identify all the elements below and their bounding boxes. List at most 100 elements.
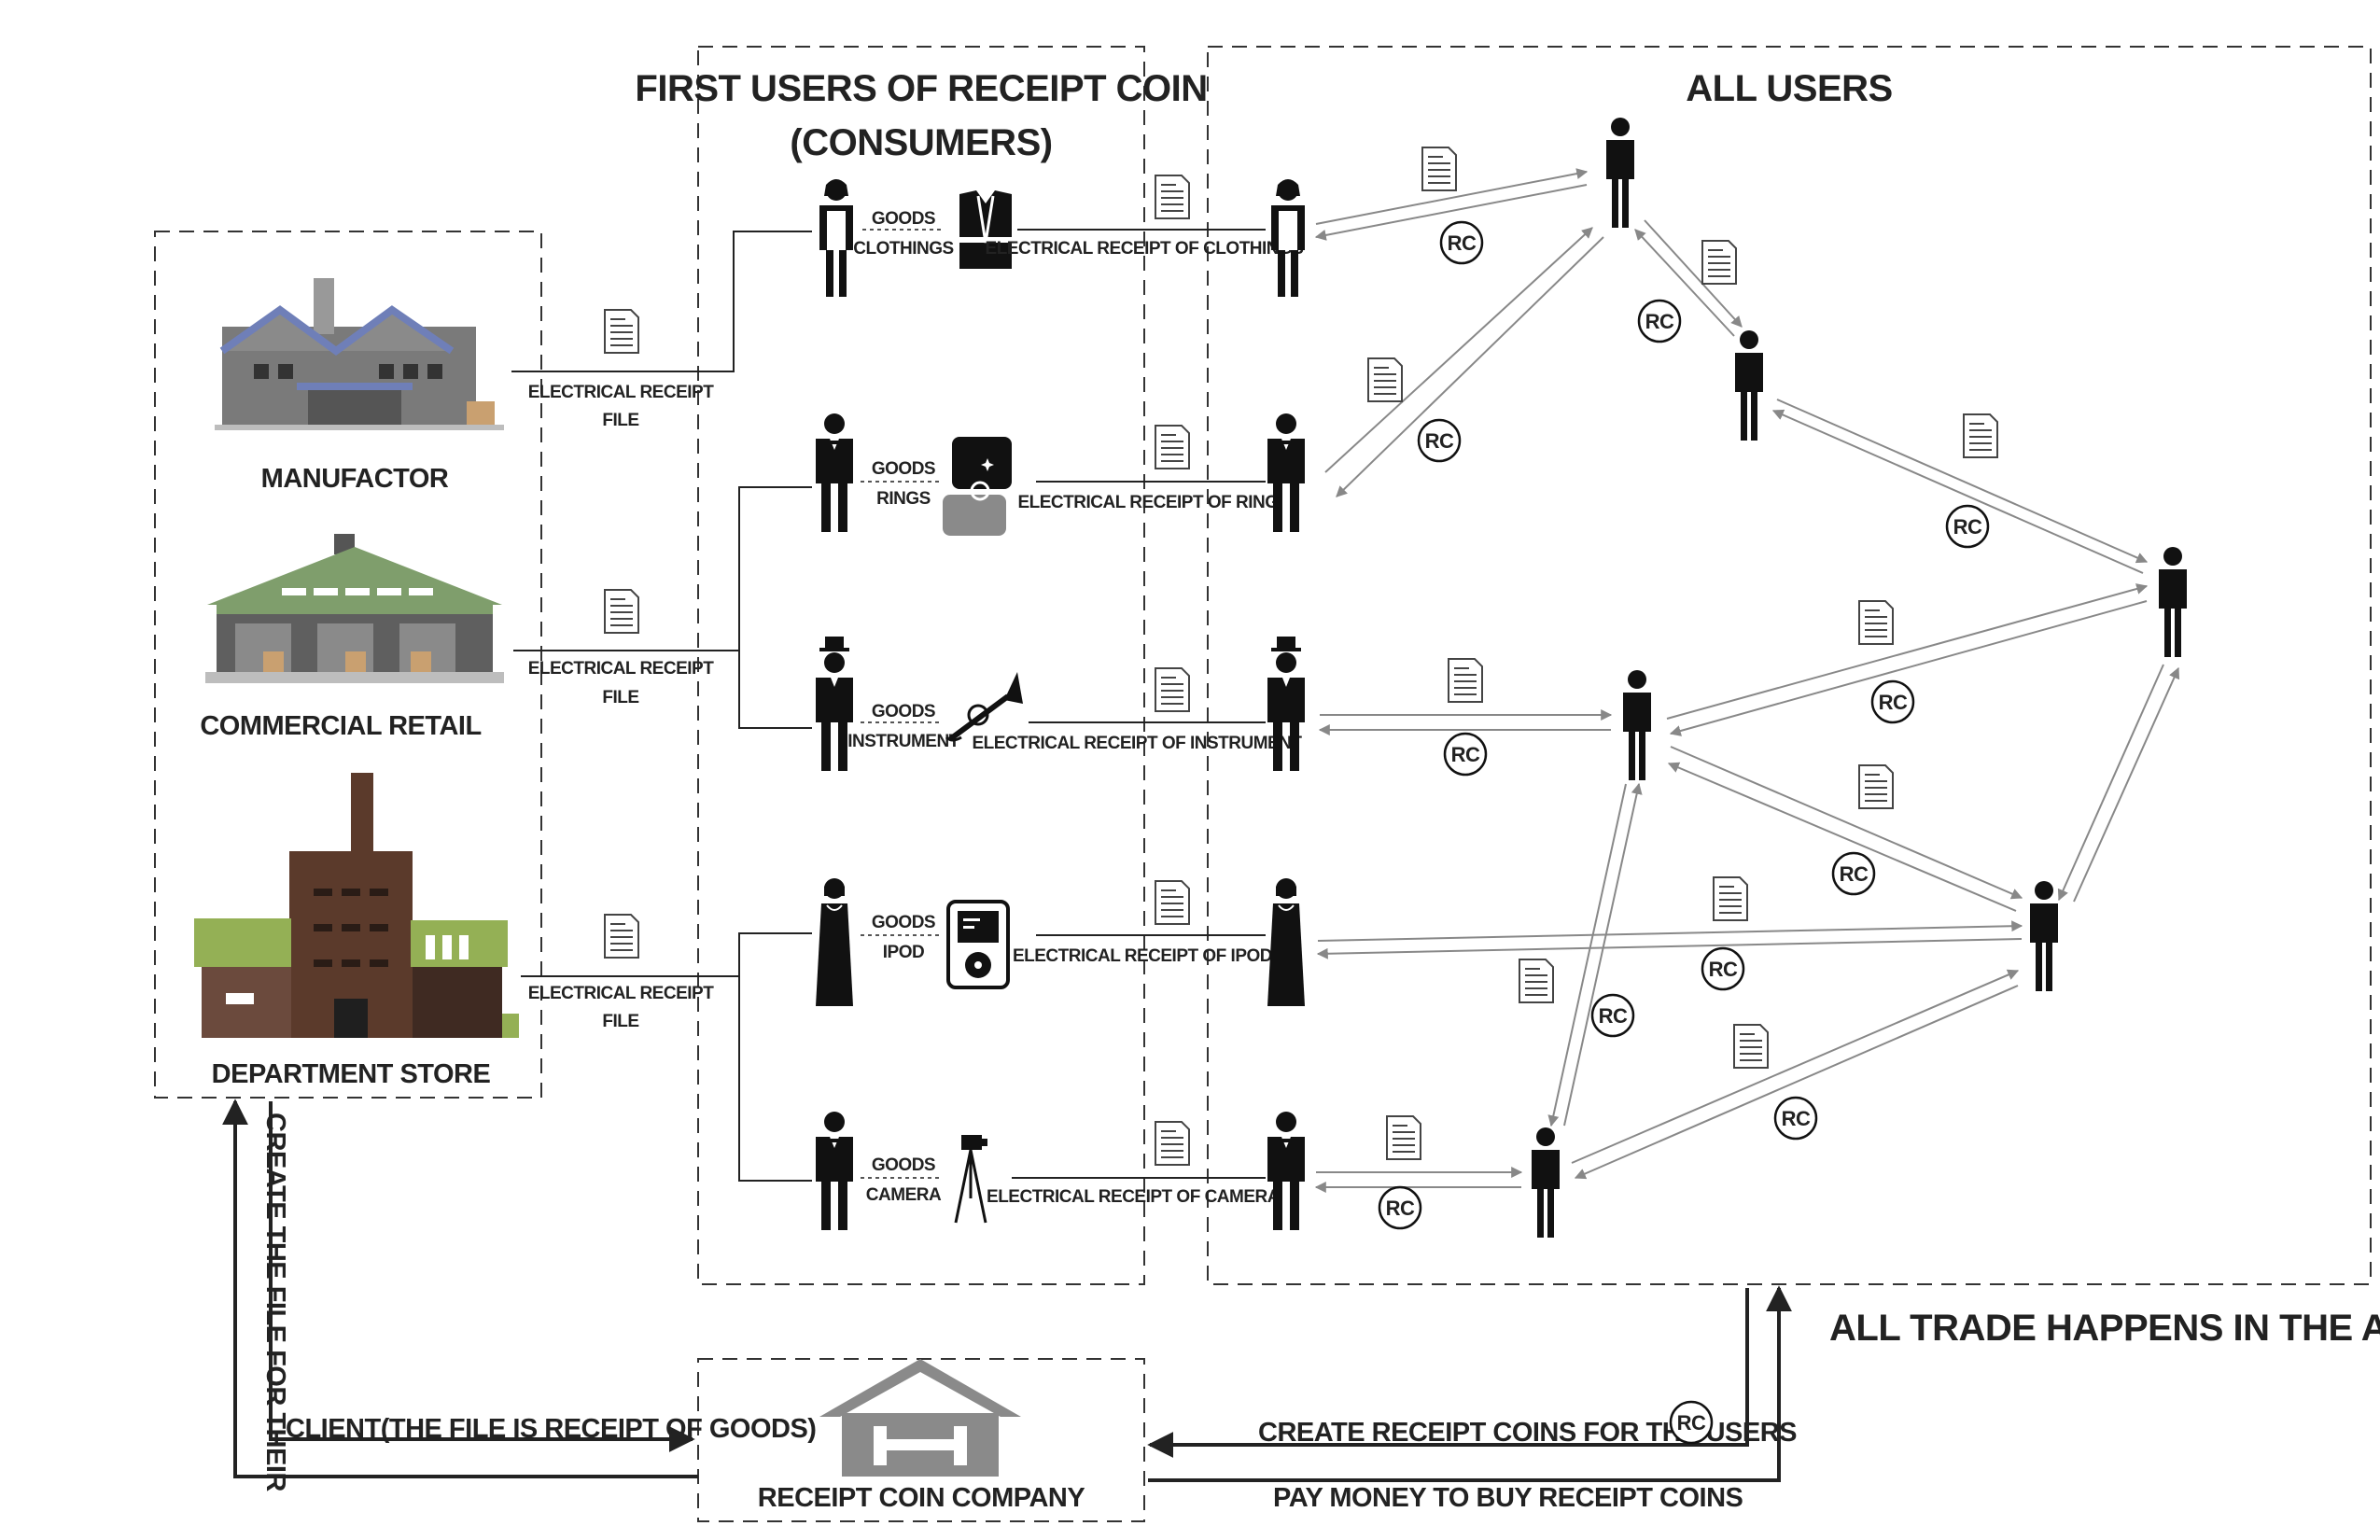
document-icon bbox=[604, 589, 639, 634]
create-file-label: CLIENT(THE FILE IS RECEIPT OF GOODS) bbox=[286, 1414, 816, 1444]
receipt-label: ELECTRICAL RECEIPT OF IPOD bbox=[1013, 946, 1272, 966]
receipt-label: ELECTRICAL RECEIPT OF CAMERA bbox=[987, 1187, 1281, 1207]
document-icon bbox=[1386, 1115, 1421, 1160]
svg-text:RC: RC bbox=[1709, 958, 1738, 981]
trade-arrow bbox=[1776, 399, 2149, 564]
rc-coin-icon: RC bbox=[1701, 946, 1745, 991]
trade-arrow bbox=[1336, 236, 1604, 497]
trade-arrow bbox=[1669, 600, 2148, 736]
user-icon bbox=[1532, 1127, 1560, 1238]
trumpet-icon bbox=[945, 672, 1023, 742]
goods-item-label: RINGS bbox=[876, 489, 931, 509]
company-label: RECEIPT COIN COMPANY bbox=[758, 1483, 1085, 1513]
goods-label: GOODS bbox=[872, 702, 935, 721]
create-file-label: CREATE THE FILE FOR THEIR bbox=[260, 1113, 290, 1491]
producers-box bbox=[154, 231, 542, 1099]
rc-coin-icon: RC bbox=[1669, 1400, 1714, 1445]
trade-arrow bbox=[1644, 219, 1743, 328]
receipt-label: ELECTRICAL RECEIPT OF RING bbox=[1017, 493, 1278, 512]
trade-arrow bbox=[1324, 227, 1593, 473]
create-file-arrow-inner bbox=[269, 1101, 695, 1452]
consumer-person-icon bbox=[815, 877, 854, 1007]
trade-arrow bbox=[1547, 783, 1627, 1127]
svg-text:RC: RC bbox=[1677, 1411, 1706, 1435]
all-users-title: ALL USERS bbox=[1686, 68, 1892, 109]
rc-coin-icon: RC bbox=[1439, 220, 1484, 265]
warehouse-icon bbox=[205, 534, 504, 683]
document-icon bbox=[1858, 764, 1894, 809]
document-icon bbox=[604, 914, 639, 959]
camera-tripod-icon bbox=[954, 1135, 987, 1224]
goods-label: GOODS bbox=[872, 1155, 935, 1175]
svg-text:RC: RC bbox=[1451, 743, 1480, 766]
document-icon bbox=[1448, 658, 1483, 703]
svg-text:RC: RC bbox=[1386, 1197, 1415, 1220]
consumer-person-icon bbox=[816, 1112, 853, 1230]
consumer-person-icon bbox=[1267, 413, 1305, 532]
connector-manufactor bbox=[511, 231, 812, 372]
goods-item-label: CLOTHINGS bbox=[853, 239, 953, 259]
goods-item-label: INSTRUMENT bbox=[847, 732, 959, 751]
file-label: FILE bbox=[602, 1012, 638, 1031]
ring-box-icon bbox=[943, 437, 1012, 536]
factory-icon bbox=[215, 278, 504, 430]
company-box bbox=[697, 1358, 1145, 1522]
trade-arrow bbox=[2057, 664, 2164, 902]
create-file-arrow bbox=[222, 1099, 698, 1478]
user-network: RC RC RC RC RC RC RC RC RC RC RC bbox=[1314, 118, 2187, 1238]
document-icon bbox=[1733, 1024, 1769, 1069]
document-icon bbox=[1155, 1121, 1190, 1166]
trade-arrow bbox=[1571, 969, 2020, 1164]
company-logo-icon bbox=[819, 1359, 1021, 1477]
document-icon bbox=[1155, 175, 1190, 219]
user-icon bbox=[2030, 881, 2058, 991]
receipt-label: ELECTRICAL RECEIPT OF CLOTHINGS bbox=[986, 239, 1304, 259]
document-icon bbox=[1519, 959, 1554, 1003]
consumer-person-icon bbox=[1267, 877, 1306, 1007]
pay-money-arrow bbox=[1148, 1285, 1792, 1482]
user-icon bbox=[2159, 547, 2187, 657]
rc-coin-icon: RC bbox=[1637, 299, 1682, 343]
pay-money-label: PAY MONEY TO BUY RECEIPT COINS bbox=[1273, 1483, 1743, 1513]
svg-text:RC: RC bbox=[1599, 1004, 1628, 1028]
svg-text:RC: RC bbox=[1782, 1107, 1811, 1130]
file-label: FILE bbox=[602, 688, 638, 707]
goods-label: GOODS bbox=[872, 459, 935, 479]
user-icon bbox=[1606, 118, 1634, 228]
svg-text:RC: RC bbox=[1840, 862, 1869, 886]
rc-coin-icon: RC bbox=[1443, 732, 1488, 777]
file-label: ELECTRICAL RECEIPT bbox=[528, 984, 715, 1003]
document-icon bbox=[1367, 357, 1403, 402]
file-label: FILE bbox=[602, 411, 638, 430]
user-icon bbox=[1735, 330, 1763, 441]
trade-arrow bbox=[1666, 583, 2149, 720]
svg-text:RC: RC bbox=[1425, 429, 1454, 453]
all-trade-label: ALL TRADE HAPPENS IN THE APP bbox=[1829, 1308, 2380, 1349]
goods-item-label: CAMERA bbox=[866, 1185, 942, 1205]
document-icon bbox=[1421, 147, 1457, 191]
first-users-subtitle: (CONSUMERS) bbox=[790, 122, 1052, 163]
consumer-person-icon bbox=[1267, 1112, 1305, 1230]
document-icon bbox=[1713, 876, 1748, 921]
document-icon bbox=[1963, 413, 1998, 458]
trade-arrow bbox=[1315, 168, 1589, 225]
rc-coin-icon: RC bbox=[1945, 504, 1990, 549]
trade-arrow bbox=[1317, 920, 2023, 942]
rc-coin-icon: RC bbox=[1831, 851, 1876, 896]
document-icon bbox=[1155, 880, 1190, 925]
rc-coin-icon: RC bbox=[1870, 679, 1915, 724]
source-label-commercial-retail: COMMERCIAL RETAIL bbox=[200, 711, 481, 741]
goods-label: GOODS bbox=[872, 209, 935, 229]
all-users-box bbox=[1207, 46, 2372, 1285]
svg-text:RC: RC bbox=[1448, 231, 1477, 255]
svg-text:RC: RC bbox=[1645, 310, 1674, 333]
trade-arrow bbox=[1574, 985, 2019, 1180]
trade-arrow bbox=[1771, 409, 2144, 574]
consumer-person-icon bbox=[816, 413, 853, 532]
svg-text:RC: RC bbox=[1879, 691, 1908, 714]
source-label-manufactor: MANUFACTOR bbox=[261, 464, 449, 494]
trade-arrow bbox=[2073, 666, 2180, 903]
first-users-title: FIRST USERS OF RECEIPT COIN bbox=[635, 68, 1207, 109]
rc-coin-icon: RC bbox=[1773, 1096, 1818, 1141]
